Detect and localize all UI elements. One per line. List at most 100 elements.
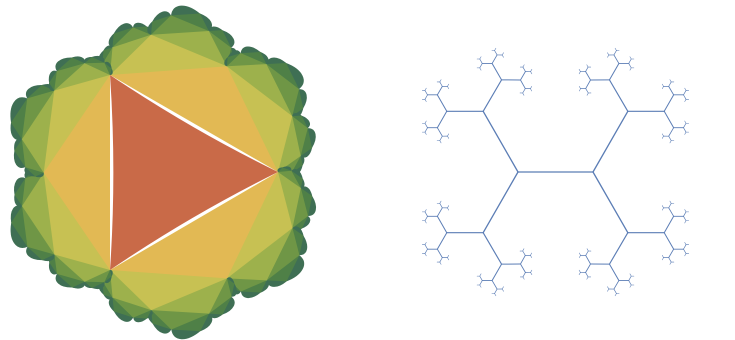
tree-edge bbox=[437, 233, 446, 249]
tree-edge bbox=[586, 89, 589, 93]
tree-edge bbox=[669, 208, 674, 216]
tree-edge bbox=[447, 255, 448, 257]
tree-edge bbox=[669, 249, 674, 257]
tree-edge bbox=[523, 272, 526, 276]
tree-edge bbox=[440, 141, 441, 143]
tree-edge bbox=[609, 233, 627, 264]
tree-edge bbox=[480, 274, 481, 276]
tree-edge bbox=[502, 53, 503, 55]
tree-edge bbox=[520, 80, 525, 89]
tree-edge bbox=[425, 132, 426, 134]
tree-edge bbox=[425, 249, 428, 253]
tree-edge bbox=[437, 95, 446, 111]
tree-edge bbox=[440, 80, 441, 82]
tree-edge bbox=[579, 272, 580, 274]
tree-edge bbox=[520, 72, 525, 80]
tree-edge bbox=[425, 95, 428, 99]
tree-edge bbox=[615, 293, 616, 295]
tree-edge bbox=[614, 55, 619, 63]
tree-edge bbox=[495, 293, 496, 295]
tree-edge bbox=[530, 255, 531, 257]
tree-edge bbox=[615, 48, 616, 50]
tree-edge bbox=[440, 201, 441, 203]
tree-edge bbox=[425, 221, 426, 223]
tree-edge bbox=[662, 206, 663, 208]
tree-edge bbox=[480, 276, 483, 280]
tree-edge bbox=[447, 136, 448, 138]
tree-edge bbox=[669, 203, 672, 207]
tree-edge bbox=[502, 289, 503, 291]
tree-edge bbox=[483, 80, 501, 111]
tree-edge bbox=[685, 242, 686, 244]
limit-set-disk bbox=[267, 280, 287, 287]
tree-edge bbox=[437, 216, 446, 232]
tree-edge bbox=[630, 57, 631, 59]
tree-edge bbox=[520, 255, 525, 264]
tree-edge bbox=[662, 86, 663, 88]
tree-edge bbox=[669, 128, 674, 136]
tree-edge bbox=[531, 72, 532, 74]
tree-edge bbox=[440, 262, 441, 264]
tree-edge bbox=[579, 89, 580, 91]
tree-edge bbox=[586, 80, 591, 89]
tree-edge bbox=[523, 93, 524, 95]
tree-edge bbox=[437, 208, 442, 216]
tree-edge bbox=[425, 242, 426, 244]
tree-edge bbox=[523, 89, 526, 93]
tree-edge bbox=[593, 111, 628, 172]
tree-edge bbox=[502, 287, 503, 289]
tree-edge bbox=[425, 123, 428, 127]
tree-edge bbox=[614, 289, 617, 293]
tree-edge bbox=[447, 206, 448, 208]
tree-edge bbox=[629, 276, 632, 280]
tree-edge bbox=[669, 136, 672, 140]
tree-edge bbox=[664, 233, 673, 249]
tree-edge bbox=[669, 86, 674, 94]
tree-edge bbox=[520, 264, 525, 272]
tree-edge bbox=[579, 255, 580, 257]
tree-edge bbox=[523, 249, 524, 251]
tree-edge bbox=[437, 111, 446, 127]
tree-edge bbox=[483, 233, 501, 264]
tree-edge bbox=[662, 84, 663, 86]
tree-edge bbox=[425, 245, 428, 249]
tree-edge bbox=[579, 86, 580, 88]
tree-edge bbox=[614, 281, 619, 289]
tree-edge bbox=[447, 208, 448, 210]
tree-edge bbox=[662, 258, 663, 260]
tree-edge bbox=[607, 289, 608, 291]
tree-edge bbox=[480, 281, 483, 285]
tree-edge bbox=[607, 53, 608, 55]
tree-edge bbox=[425, 128, 428, 132]
tree-edge bbox=[480, 59, 483, 63]
tree-edge bbox=[609, 80, 627, 111]
tree-edge bbox=[630, 68, 631, 70]
tree-edge bbox=[447, 258, 448, 260]
tree-edge bbox=[447, 134, 448, 136]
tree-edge bbox=[670, 141, 671, 143]
tree-edge bbox=[523, 67, 526, 71]
tree-edge bbox=[685, 221, 686, 223]
limit-set-panel bbox=[10, 6, 316, 340]
tree-edge bbox=[614, 51, 617, 55]
tree-edge bbox=[662, 134, 663, 136]
tree-edge bbox=[495, 48, 496, 50]
tree-edge bbox=[586, 72, 591, 80]
tree-edge bbox=[586, 255, 591, 264]
tree-edge bbox=[669, 82, 672, 86]
tree-edge bbox=[586, 272, 589, 276]
tree-edge bbox=[425, 99, 426, 101]
tree-edge bbox=[531, 69, 532, 71]
tree-edge bbox=[483, 111, 518, 172]
tree-edge bbox=[483, 172, 518, 233]
tree-edge bbox=[480, 68, 481, 70]
tree-edge bbox=[492, 55, 497, 63]
tree-edge bbox=[437, 249, 442, 257]
tree-edge bbox=[530, 253, 531, 255]
tree-edge bbox=[447, 86, 448, 88]
tree-edge bbox=[630, 285, 631, 287]
tree-edge bbox=[683, 216, 686, 220]
tree-edge bbox=[685, 99, 686, 101]
tree-edge bbox=[523, 65, 524, 67]
